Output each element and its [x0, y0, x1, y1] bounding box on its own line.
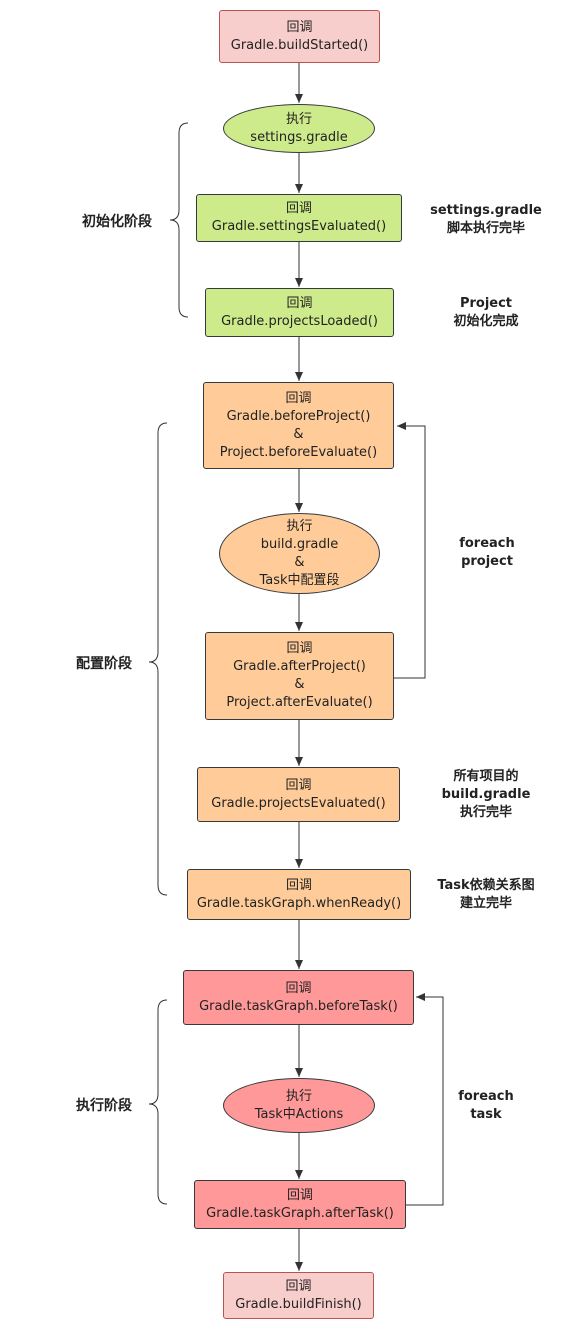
node-line: settings.gradle	[250, 129, 348, 145]
note-line: foreach	[459, 536, 515, 551]
build-started-node: 回调 Gradle.buildStarted()	[219, 10, 380, 63]
note-line: 所有项目的	[453, 769, 519, 784]
node-line: 回调	[285, 390, 312, 406]
note-task-graph-done: Task依赖关系图 建立完毕	[437, 877, 534, 913]
note-line: 建立完毕	[459, 896, 513, 911]
node-line: Task中配置段	[259, 572, 340, 588]
note-project-init: Project 初始化完成	[453, 295, 518, 331]
node-line: build.gradle	[260, 536, 339, 552]
node-line: Gradle.beforeProject()	[226, 408, 371, 424]
node-line: 回调	[286, 1187, 313, 1203]
note-line: project	[461, 554, 513, 569]
node-line: 执行	[285, 1088, 312, 1104]
note-line: Task依赖关系图	[437, 878, 535, 893]
note-line: 脚本执行完毕	[446, 221, 525, 236]
note-line: Project	[459, 296, 513, 311]
note-foreach-task: foreach task	[458, 1088, 514, 1124]
node-line: 执行	[286, 518, 313, 534]
node-line: &	[293, 426, 304, 442]
phase-label-execute: 执行阶段	[76, 1098, 132, 1114]
node-line: Gradle.settingsEvaluated()	[211, 219, 387, 234]
after-project-node: 回调 Gradle.afterProject() & Project.after…	[205, 632, 394, 720]
loop-foreach-task	[406, 993, 444, 1206]
node-line: 回调	[285, 201, 312, 216]
projects-evaluated-node: 回调 Gradle.projectsEvaluated()	[197, 767, 400, 822]
node-line: Project.afterEvaluate()	[226, 695, 373, 710]
node-line: Gradle.projectsLoaded()	[221, 313, 378, 329]
node-line: Gradle.taskGraph.beforeTask()	[199, 998, 398, 1014]
node-line: &	[294, 677, 305, 692]
node-line: 回调	[285, 980, 312, 996]
phase-label-config: 配置阶段	[76, 656, 132, 672]
settings-evaluated-node: 回调 Gradle.settingsEvaluated()	[196, 194, 402, 242]
note-line: settings.gradle	[430, 203, 542, 218]
note-line: build.gradle	[441, 787, 531, 802]
exec-settings-node: 执行 settings.gradle	[223, 104, 375, 153]
build-finish-node: 回调 Gradle.buildFinish()	[223, 1272, 374, 1319]
note-line: 初始化完成	[453, 314, 519, 329]
node-line: Gradle.taskGraph.afterTask()	[206, 1205, 394, 1221]
node-line: Gradle.projectsEvaluated()	[211, 795, 386, 811]
node-line: 回调	[286, 641, 313, 656]
note-all-build-done: 所有项目的 build.gradle 执行完毕	[442, 768, 531, 822]
before-project-node: 回调 Gradle.beforeProject() & Project.befo…	[203, 382, 394, 469]
note-foreach-project: foreach project	[459, 535, 515, 571]
brace-config-phase	[148, 422, 168, 896]
node-line: 执行	[285, 111, 312, 127]
node-line: Gradle.afterProject()	[233, 659, 366, 674]
node-line: 回调	[285, 877, 312, 893]
node-line: Gradle.taskGraph.whenReady()	[196, 895, 402, 911]
projects-loaded-node: 回调 Gradle.projectsLoaded()	[205, 288, 394, 337]
phase-label-init: 初始化阶段	[82, 214, 152, 230]
node-line: Project.beforeEvaluate()	[219, 444, 378, 460]
loop-foreach-project	[394, 422, 426, 679]
note-line: 执行完毕	[459, 805, 513, 820]
node-line: 回调	[286, 19, 313, 35]
brace-init-phase	[169, 122, 189, 318]
after-task-node: 回调 Gradle.taskGraph.afterTask()	[194, 1180, 406, 1229]
brace-execute-phase	[148, 999, 168, 1205]
node-line: Gradle.buildStarted()	[230, 37, 369, 53]
exec-actions-node: 执行 Task中Actions	[223, 1078, 375, 1133]
node-line: Gradle.buildFinish()	[235, 1296, 362, 1312]
node-line: 回调	[285, 777, 312, 793]
exec-build-gradle-node: 执行 build.gradle & Task中配置段	[219, 513, 380, 594]
note-line: foreach	[458, 1089, 514, 1104]
note-settings-done: settings.gradle 脚本执行完毕	[430, 202, 542, 238]
node-line: 回调	[285, 1278, 312, 1294]
node-line: &	[294, 554, 305, 570]
node-line: Task中Actions	[254, 1106, 344, 1122]
before-task-node: 回调 Gradle.taskGraph.beforeTask()	[183, 970, 414, 1025]
node-line: 回调	[286, 295, 313, 311]
when-ready-node: 回调 Gradle.taskGraph.whenReady()	[187, 869, 411, 920]
note-line: task	[470, 1107, 502, 1122]
